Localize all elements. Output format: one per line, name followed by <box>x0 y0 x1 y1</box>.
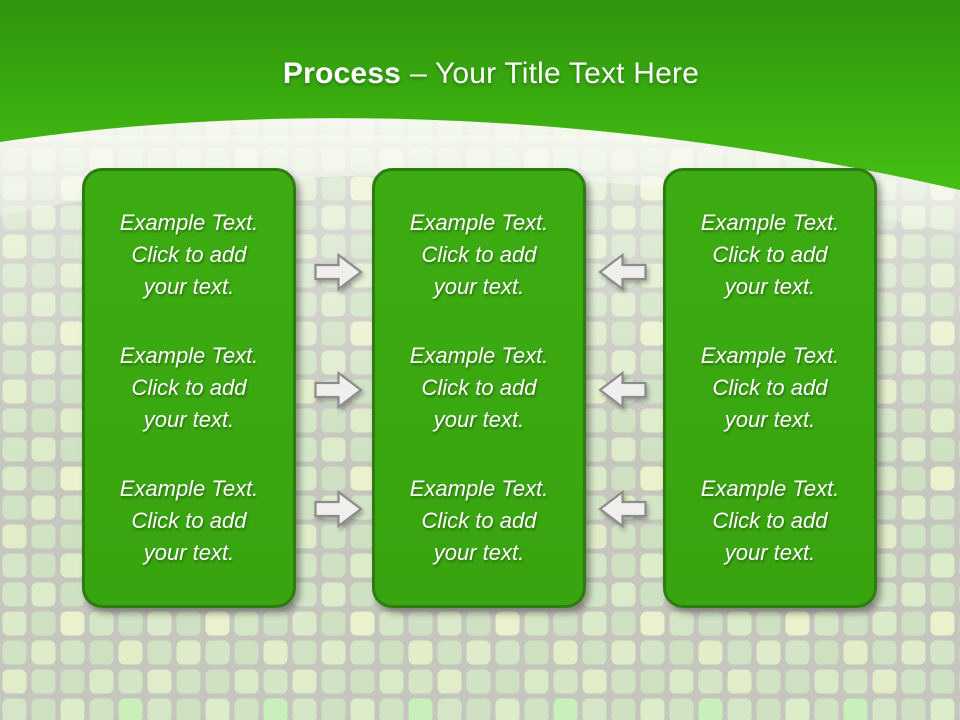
text-placeholder[interactable]: Example Text. Click to add your text. <box>375 473 583 569</box>
placeholder-line: Example Text. <box>700 210 840 235</box>
placeholder-line: your text. <box>433 540 525 565</box>
block-arrow-right-icon <box>314 253 363 291</box>
text-placeholder[interactable]: Example Text. Click to add your text. <box>85 340 293 436</box>
text-placeholder[interactable]: Example Text. Click to add your text. <box>375 340 583 436</box>
block-arrow-left-icon <box>598 253 647 291</box>
placeholder-line: your text. <box>143 274 235 299</box>
text-placeholder[interactable]: Example Text. Click to add your text. <box>85 207 293 303</box>
placeholder-line: Example Text. <box>700 476 840 501</box>
block-arrow-right-icon <box>314 490 363 528</box>
placeholder-line: Example Text. <box>409 210 549 235</box>
placeholder-line: Example Text. <box>119 476 259 501</box>
text-placeholder[interactable]: Example Text. Click to add your text. <box>666 473 874 569</box>
placeholder-line: your text. <box>724 540 816 565</box>
placeholder-line: your text. <box>433 407 525 432</box>
placeholder-line: Click to add <box>131 508 247 533</box>
placeholder-line: Click to add <box>131 375 247 400</box>
placeholder-line: your text. <box>724 274 816 299</box>
title-keyword: Process <box>282 57 402 90</box>
placeholder-line: your text. <box>143 540 235 565</box>
placeholder-line: Click to add <box>421 375 537 400</box>
process-box-right[interactable]: Example Text. Click to add your text. Ex… <box>663 168 877 608</box>
title-placeholder: – Your Title Text Here <box>410 57 700 90</box>
placeholder-line: Click to add <box>131 242 247 267</box>
placeholder-line: Click to add <box>421 508 537 533</box>
placeholder-line: Example Text. <box>119 343 259 368</box>
text-placeholder[interactable]: Example Text. Click to add your text. <box>666 207 874 303</box>
block-arrow-left-icon <box>598 371 647 409</box>
text-placeholder[interactable]: Example Text. Click to add your text. <box>85 473 293 569</box>
placeholder-line: your text. <box>433 274 525 299</box>
placeholder-line: Example Text. <box>119 210 259 235</box>
placeholder-line: your text. <box>143 407 235 432</box>
process-box-middle[interactable]: Example Text. Click to add your text. Ex… <box>372 168 586 608</box>
placeholder-line: Click to add <box>712 375 828 400</box>
placeholder-line: your text. <box>724 407 816 432</box>
placeholder-line: Click to add <box>421 242 537 267</box>
slide-title[interactable]: Process– Your Title Text Here <box>22 54 960 94</box>
block-arrow-left-icon <box>598 490 647 528</box>
placeholder-line: Click to add <box>712 242 828 267</box>
process-box-left[interactable]: Example Text. Click to add your text. Ex… <box>82 168 296 608</box>
text-placeholder[interactable]: Example Text. Click to add your text. <box>666 340 874 436</box>
placeholder-line: Example Text. <box>409 476 549 501</box>
placeholder-line: Example Text. <box>409 343 549 368</box>
text-placeholder[interactable]: Example Text. Click to add your text. <box>375 207 583 303</box>
placeholder-line: Example Text. <box>700 343 840 368</box>
placeholder-line: Click to add <box>712 508 828 533</box>
block-arrow-right-icon <box>314 371 363 409</box>
